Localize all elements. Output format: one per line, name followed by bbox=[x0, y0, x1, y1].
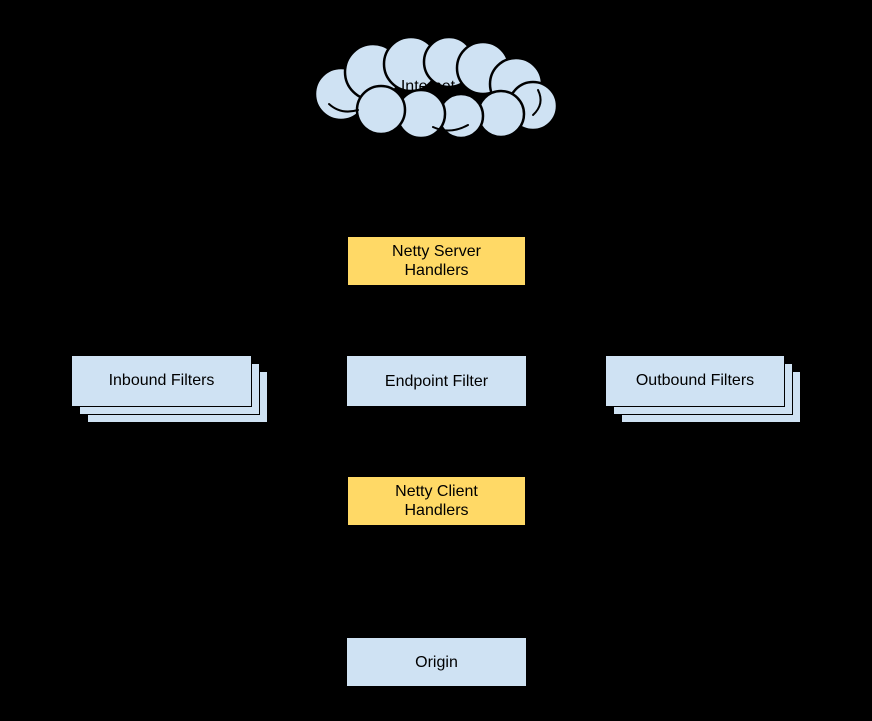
endpoint-filter-label: Endpoint Filter bbox=[384, 372, 489, 390]
netty-client-handlers-label: Netty Client Handlers bbox=[395, 483, 478, 519]
internet-label: Internet bbox=[400, 78, 456, 95]
outbound-filters-label: Outbound Filters bbox=[635, 372, 755, 389]
inbound-filters-front: Inbound Filters bbox=[71, 355, 252, 407]
internet-cloud-node: Internet bbox=[311, 34, 563, 140]
netty-client-handlers-node: Netty Client Handlers bbox=[346, 475, 527, 527]
origin-node: Origin bbox=[346, 637, 527, 687]
netty-server-handlers-node: Netty Server Handlers bbox=[346, 235, 527, 287]
outbound-filters-front: Outbound Filters bbox=[605, 355, 785, 407]
cloud-icon bbox=[313, 35, 559, 140]
outbound-filters-node: Outbound Filters bbox=[605, 355, 802, 423]
inbound-filters-label: Inbound Filters bbox=[108, 372, 215, 389]
endpoint-filter-node: Endpoint Filter bbox=[346, 355, 527, 407]
origin-label: Origin bbox=[415, 653, 458, 671]
netty-server-handlers-label: Netty Server Handlers bbox=[392, 243, 481, 279]
inbound-filters-node: Inbound Filters bbox=[71, 355, 268, 423]
